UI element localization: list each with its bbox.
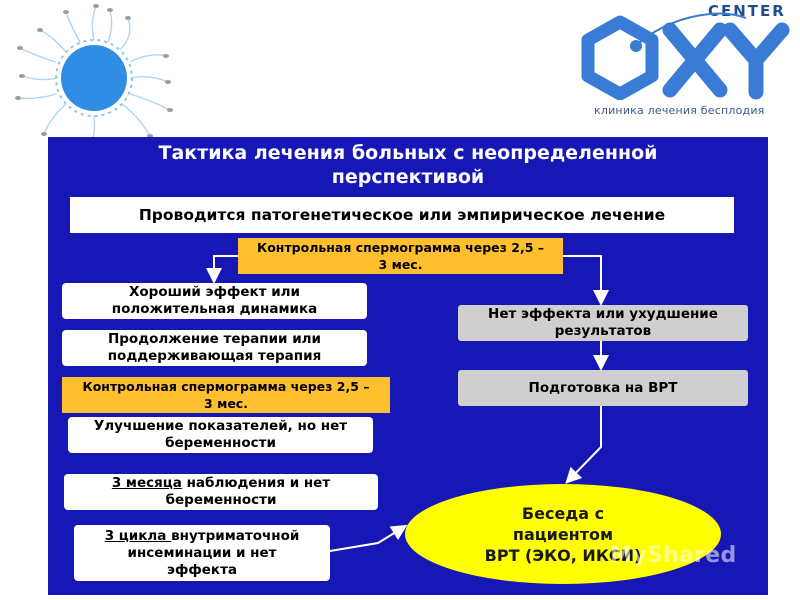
control1-line1: Контрольная спермограмма через 2,5 –: [257, 240, 544, 255]
no-effect-line2: результатов: [554, 323, 652, 339]
no-effect-box: Нет эффекта или ухудшение результатов: [458, 305, 748, 341]
continue-therapy-box: Продолжение терапии или поддерживающая т…: [62, 330, 367, 366]
control1-line2: 3 мес.: [378, 257, 423, 272]
sperm-egg-illustration: [15, 4, 173, 149]
cycles-underlined: 3 цикла: [104, 527, 172, 544]
patient-talk-ellipse: Беседа с пациентом ВРТ (ЭКО, ИКСИ): [405, 484, 721, 584]
three-months-box: 3 месяца наблюдения и нет беременности: [64, 474, 378, 510]
cycles-line3: эффекта: [166, 561, 238, 578]
slide-title-line1: Тактика лечения больных с неопределенной: [158, 142, 658, 164]
improve-line1: Улучшение показателей, но нет: [93, 418, 348, 434]
slide-panel: Тактика лечения больных с неопределенной…: [48, 137, 768, 595]
no-effect-line1: Нет эффекта или ухудшение: [488, 306, 718, 322]
treatment-box: Проводится патогенетическое или эмпириче…: [70, 197, 734, 233]
control-spermogram-box-1: Контрольная спермограмма через 2,5 – 3 м…: [238, 238, 563, 274]
control-spermogram-box-2: Контрольная спермограмма через 2,5 – 3 м…: [62, 377, 390, 413]
prep-text: Подготовка на ВРТ: [528, 379, 678, 396]
control2-line2: 3 мес.: [204, 396, 248, 411]
three-cycles-box: 3 цикла внутриматочной инсеминации и нет…: [74, 525, 330, 581]
prep-art-box: Подготовка на ВРТ: [458, 370, 748, 406]
improvement-box: Улучшение показателей, но нет беременнос…: [68, 417, 373, 453]
logo-subtitle: клиника лечения бесплодия: [594, 104, 765, 117]
talk-line3: ВРТ (ЭКО, ИКСИ): [484, 545, 642, 565]
continue-line1: Продолжение терапии или: [107, 331, 322, 347]
months-line2: беременности: [165, 492, 277, 508]
talk-line1: Беседа с: [521, 503, 605, 523]
control2-line1: Контрольная спермограмма через 2,5 –: [82, 379, 370, 394]
slide-title-line2: перспективой: [331, 166, 485, 188]
treatment-text: Проводится патогенетическое или эмпириче…: [138, 205, 666, 224]
good-effect-box: Хороший эффект или положительная динамик…: [62, 283, 367, 319]
months-line1: 3 месяца наблюдения и нет: [112, 475, 330, 492]
continue-line2: поддерживающая терапия: [107, 348, 322, 364]
months-underlined: 3 месяца: [111, 475, 182, 491]
logo-center-text: CENTER: [708, 2, 786, 20]
watermark: MyShared: [610, 543, 737, 568]
months-rest: наблюдения и нет: [181, 475, 331, 491]
slide-title: Тактика лечения больных с неопределенной…: [48, 141, 768, 189]
good-effect-line2: положительная динамика: [111, 301, 318, 317]
oxy-center-logo: CENTER клиника лечения бесплодия: [560, 0, 800, 130]
talk-line2: пациентом: [512, 524, 614, 544]
good-effect-line1: Хороший эффект или: [128, 284, 301, 300]
cycles-rest: внутриматочной: [171, 527, 300, 544]
oxy-logo-mark: [581, 12, 790, 100]
cycles-line2: инсеминации и нет: [127, 544, 277, 561]
cycles-line1: 3 цикла внутриматочной: [105, 528, 300, 545]
improve-line2: беременности: [165, 435, 276, 451]
